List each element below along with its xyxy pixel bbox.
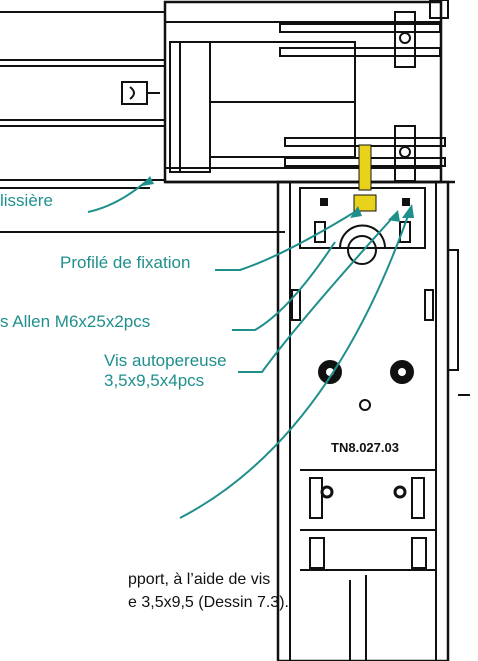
part-number: TN8.027.03: [331, 440, 399, 455]
label-self-tapping-screws-line2: 3,5x9,5x4pcs: [104, 371, 205, 390]
leader-arrowheads: [142, 176, 414, 222]
fixing-holes: [318, 360, 414, 499]
top-assembly: [0, 0, 449, 184]
label-self-tapping-screws-line1: Vis autopereuse: [104, 351, 227, 370]
label-allen-screws: s Allen M6x25x2pcs: [0, 312, 151, 331]
body-text-line2: e 3,5x9,5 (Dessin 7.3).: [128, 594, 289, 611]
label-mounting-profile: Profilé de fixation: [60, 253, 191, 272]
body-text-line1: pport, à l’aide de vis: [128, 571, 271, 588]
screw-heads: [320, 198, 410, 206]
label-slide-rail: lissière: [0, 191, 53, 210]
vertical-profile: [0, 180, 470, 661]
highlight-bolt: [353, 144, 377, 212]
leader-lines: [87, 177, 411, 519]
